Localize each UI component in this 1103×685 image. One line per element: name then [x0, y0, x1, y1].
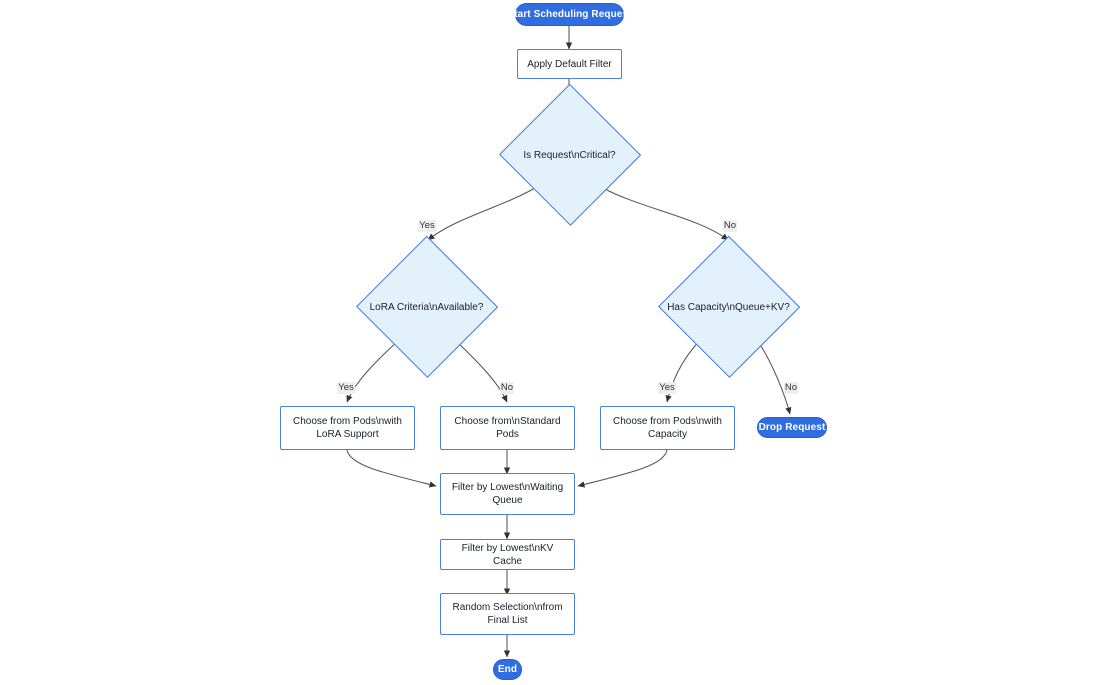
node-is-request-critical[interactable]: Is Request\nCritical? — [498, 83, 641, 227]
edge-label-lora-yes: Yes — [337, 382, 355, 394]
node-choose-lora-pods-label-line1: Choose from Pods\nwith — [293, 416, 402, 427]
node-random-selection-label-line1: Random Selection\nfrom — [452, 602, 563, 613]
node-choose-lora-pods[interactable]: Choose from Pods\nwith LoRA Support — [280, 406, 415, 450]
node-has-capacity-label: Has Capacity\nQueue+KV? — [667, 301, 790, 313]
node-apply-default-filter-label: Apply Default Filter — [527, 58, 612, 70]
node-end-label: End — [497, 664, 518, 675]
edge-label-capacity-no: No — [783, 382, 799, 394]
node-filter-waiting-queue[interactable]: Filter by Lowest\nWaiting Queue — [440, 473, 575, 515]
node-end[interactable]: End — [493, 659, 522, 680]
node-lora-criteria-available[interactable]: LoRA Criteria\nAvailable? — [355, 235, 498, 379]
node-lora-criteria-available-label: LoRA Criteria\nAvailable? — [369, 301, 484, 313]
node-filter-waiting-queue-label-line1: Filter by Lowest\nWaiting — [451, 482, 564, 493]
node-random-selection-label-line2: Final List — [487, 615, 528, 626]
node-choose-standard-pods[interactable]: Choose from\nStandard Pods — [440, 406, 575, 450]
node-filter-kv-cache-label: Filter by Lowest\nKV Cache — [461, 542, 554, 567]
edge-choose-lora-to-filter-queue — [346, 449, 437, 488]
node-has-capacity[interactable]: Has Capacity\nQueue+KV? — [657, 235, 800, 379]
node-apply-default-filter[interactable]: Apply Default Filter — [517, 49, 622, 79]
node-choose-lora-pods-label-line2: LoRA Support — [316, 429, 379, 440]
node-start-label: Start Scheduling Request — [507, 9, 632, 20]
node-choose-capacity-pods[interactable]: Choose from Pods\nwith Capacity — [600, 406, 735, 450]
node-filter-kv-cache[interactable]: Filter by Lowest\nKV Cache — [440, 539, 575, 570]
node-choose-standard-pods-label-line1: Choose from\nStandard — [454, 416, 561, 427]
node-choose-capacity-pods-label-line1: Choose from Pods\nwith — [613, 416, 722, 427]
node-drop-request[interactable]: Drop Request — [757, 417, 827, 438]
edge-choose-capacity-to-filter-queue — [577, 449, 668, 488]
node-filter-waiting-queue-label-line2: Queue — [492, 495, 523, 506]
edge-label-lora-no: No — [499, 382, 515, 394]
node-choose-capacity-pods-label-line2: Capacity — [648, 429, 687, 440]
node-is-request-critical-label: Is Request\nCritical? — [523, 149, 616, 161]
edge-label-critical-yes: Yes — [418, 220, 436, 232]
node-drop-request-label: Drop Request — [758, 422, 826, 433]
node-random-selection[interactable]: Random Selection\nfrom Final List — [440, 593, 575, 635]
node-start[interactable]: Start Scheduling Request — [507, 3, 631, 26]
edge-label-critical-no: No — [722, 220, 738, 232]
node-choose-standard-pods-label-line2: Pods — [496, 429, 519, 440]
edge-label-capacity-yes: Yes — [658, 382, 676, 394]
